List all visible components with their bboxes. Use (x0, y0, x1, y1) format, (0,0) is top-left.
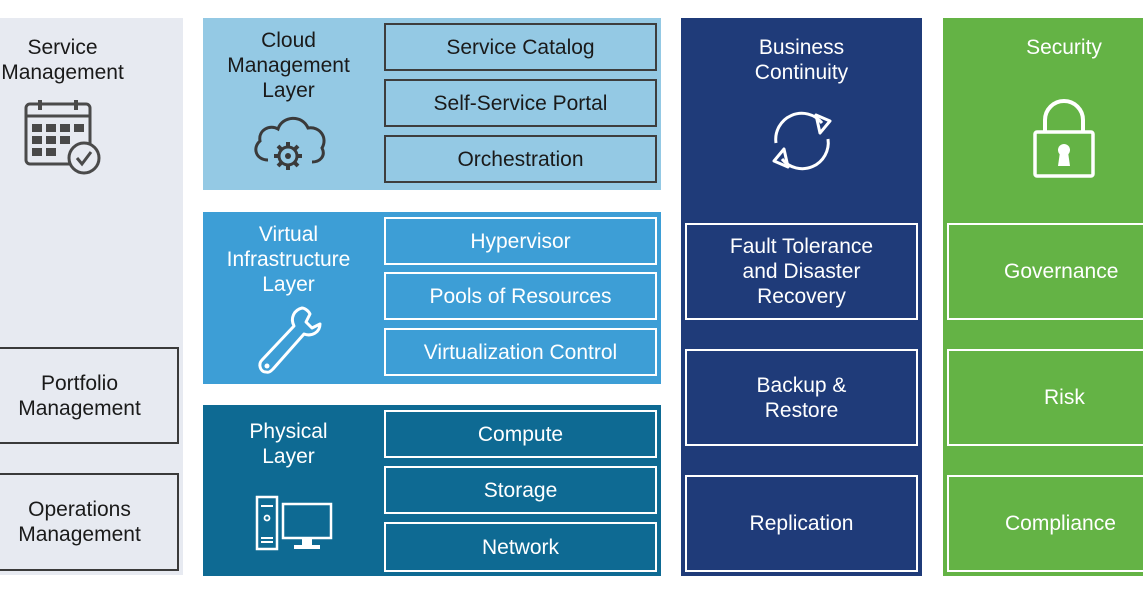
business-continuity-title: Business Continuity (754, 36, 849, 84)
pools-of-resources-box: Pools of Resources (384, 272, 657, 320)
self-service-portal-label: Self-Service Portal (433, 91, 608, 115)
virtualization-control-box: Virtualization Control (384, 328, 657, 376)
service-catalog-label: Service Catalog (446, 35, 595, 59)
replication-box: Replication (685, 475, 918, 572)
business-continuity-panel (681, 18, 922, 576)
orchestration-label: Orchestration (457, 147, 584, 171)
cloud-gear-icon (250, 108, 330, 178)
compute-box: Compute (384, 410, 657, 458)
pools-of-resources-label: Pools of Resources (429, 284, 612, 308)
risk-label: Risk (1044, 386, 1085, 409)
operations-management-box: Operations Management (0, 473, 179, 571)
virtualization-control-label: Virtualization Control (423, 340, 618, 364)
security-title: Security (1026, 36, 1102, 59)
fault-tolerance-label: Fault Tolerance and Disaster Recovery (729, 235, 874, 308)
portfolio-management-label: Portfolio Management (18, 371, 141, 420)
compliance-label: Compliance (1005, 512, 1116, 535)
portfolio-management-box: Portfolio Management (0, 347, 179, 444)
fault-tolerance-box: Fault Tolerance and Disaster Recovery (685, 223, 918, 320)
storage-label: Storage (483, 478, 558, 502)
storage-box: Storage (384, 466, 657, 514)
service-management-label: Service Management (1, 36, 124, 84)
governance-box: Governance (947, 223, 1143, 320)
hypervisor-label: Hypervisor (470, 229, 571, 253)
self-service-portal-box: Self-Service Portal (384, 79, 657, 127)
orchestration-box: Orchestration (384, 135, 657, 183)
backup-restore-box: Backup & Restore (685, 349, 918, 446)
governance-label: Governance (1004, 260, 1119, 283)
cloud-layer-title: Cloud Management Layer (227, 29, 350, 102)
backup-restore-label: Backup & Restore (756, 373, 847, 422)
compliance-box: Compliance (947, 475, 1143, 572)
physical-layer-title: Physical Layer (249, 420, 328, 468)
wrench-icon (254, 304, 324, 378)
calendar-check-icon (22, 100, 104, 180)
sync-arrows-icon (762, 107, 842, 175)
risk-box: Risk (947, 349, 1143, 446)
replication-label: Replication (749, 512, 854, 535)
desktop-computer-icon (254, 494, 334, 552)
compute-label: Compute (477, 422, 564, 446)
hypervisor-box: Hypervisor (384, 217, 657, 265)
network-label: Network (481, 535, 560, 559)
network-box: Network (384, 522, 657, 572)
service-catalog-box: Service Catalog (384, 23, 657, 71)
operations-management-label: Operations Management (18, 498, 141, 546)
security-panel (943, 18, 1143, 576)
virtual-layer-title: Virtual Infrastructure Layer (226, 223, 351, 296)
padlock-icon (1031, 96, 1097, 180)
